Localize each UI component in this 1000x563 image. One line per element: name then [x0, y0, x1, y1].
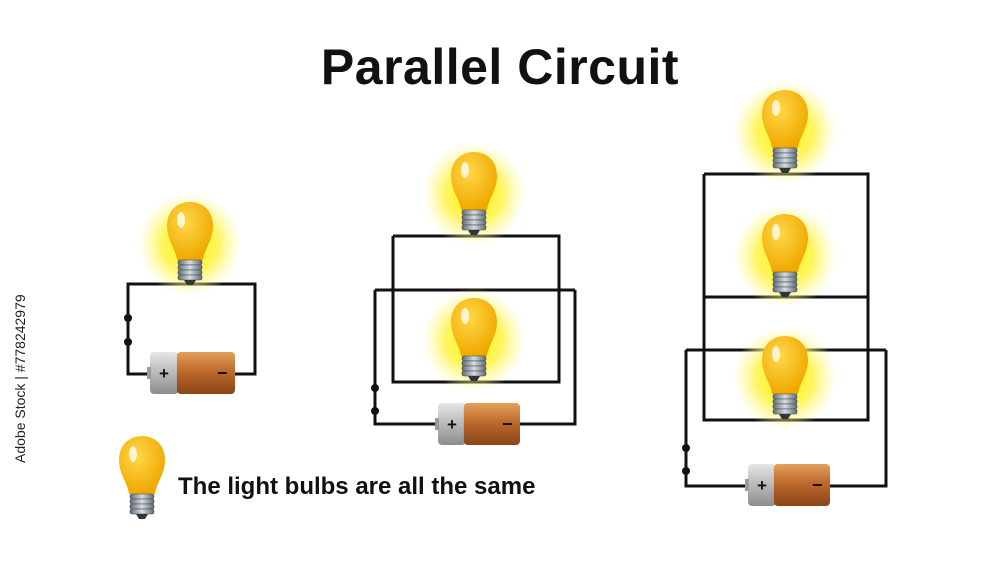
- bulb-tip: [468, 376, 480, 381]
- battery-positive-end: [748, 464, 776, 506]
- bulb-screw-thread: [177, 264, 203, 271]
- bulb-screw-thread: [129, 498, 155, 505]
- page-title: Parallel Circuit: [320, 39, 680, 95]
- bulb-screw-thread: [772, 152, 798, 159]
- circuit-2-bulb-2: [422, 288, 526, 392]
- legend-text: The light bulbs are all the same: [178, 473, 536, 500]
- circuit-2-bulb-1: [422, 142, 526, 246]
- bulb-screw-thread: [772, 271, 798, 278]
- bulb-screw-thread: [461, 214, 487, 221]
- bulb-highlight: [772, 100, 780, 116]
- circuit-1-battery: +−: [147, 352, 235, 394]
- circuit-2-battery: +−: [435, 403, 520, 445]
- bulb-screw-thread: [129, 493, 155, 500]
- battery-terminal: [147, 367, 151, 379]
- bulb-screw-thread: [461, 209, 487, 216]
- bulb-tip: [468, 230, 480, 235]
- circuit-3-bulb-1: [733, 80, 837, 184]
- bulb-screw-thread: [461, 219, 487, 226]
- battery-body: [463, 403, 520, 445]
- switch-contact: [371, 384, 379, 392]
- bulb-screw-thread: [772, 398, 798, 405]
- bulb-screw-thread: [772, 393, 798, 400]
- bulb-screw-thread: [772, 286, 798, 293]
- bulb-screw-thread: [129, 503, 155, 510]
- bulb-tip: [184, 280, 196, 285]
- switch-contact: [124, 338, 132, 346]
- circuit-3-bulb-2: [733, 204, 837, 308]
- circuit-1-bulb: [138, 192, 242, 296]
- batteries: +−+−+−: [147, 352, 830, 506]
- circuit-3-wire-left: [684, 350, 748, 488]
- battery-body: [773, 464, 830, 506]
- bulb-screw-thread: [461, 355, 487, 362]
- bulb-screw-thread: [772, 162, 798, 169]
- legend-bulb-icon: [119, 436, 165, 519]
- bulb-screw-thread: [772, 408, 798, 415]
- battery-positive-end: [150, 352, 179, 394]
- battery-positive-end: [438, 403, 466, 445]
- bulb-tip: [779, 168, 791, 173]
- bulb-screw-thread: [177, 259, 203, 266]
- battery-positive-symbol: +: [447, 415, 457, 434]
- bulb-screw-thread: [177, 274, 203, 281]
- bulb-tip: [779, 414, 791, 419]
- bulb-highlight: [177, 212, 185, 228]
- bulb-screw-thread: [772, 147, 798, 154]
- bulb-tip: [136, 514, 148, 519]
- bulb-screw-thread: [461, 365, 487, 372]
- battery-negative-symbol: −: [217, 363, 228, 383]
- bulb-screw-thread: [177, 269, 203, 276]
- bulb-screw-thread: [772, 281, 798, 288]
- bulb-screw-thread: [772, 276, 798, 283]
- bulb-glass: [119, 436, 165, 494]
- bulb-highlight: [129, 446, 137, 462]
- circuit-3-bulb-3: [733, 326, 837, 430]
- bulb-screw-thread: [772, 157, 798, 164]
- bulb-screw-thread: [772, 403, 798, 410]
- switch-contact: [682, 444, 690, 452]
- bulbs: [119, 80, 837, 519]
- bulb-highlight: [461, 308, 469, 324]
- circuit-3-wire-right: [830, 350, 888, 488]
- switch-contact: [682, 467, 690, 475]
- bulb-highlight: [461, 162, 469, 178]
- circuit-2-wire-left: [373, 290, 438, 426]
- bulb-screw-thread: [129, 508, 155, 515]
- bulb-tip: [779, 292, 791, 297]
- bulb-screw-thread: [461, 370, 487, 377]
- battery-positive-symbol: +: [159, 364, 169, 383]
- battery-positive-symbol: +: [757, 476, 767, 495]
- switch-contact: [124, 314, 132, 322]
- battery-negative-symbol: −: [812, 475, 823, 495]
- bulb-screw-thread: [461, 224, 487, 231]
- bulb-highlight: [772, 224, 780, 240]
- battery-terminal: [745, 479, 749, 491]
- circuit-3-battery: +−: [745, 464, 830, 506]
- battery-terminal: [435, 418, 439, 430]
- watermark-text: Adobe Stock | #778242979: [12, 294, 28, 463]
- circuit-2-wire-right: [520, 290, 577, 426]
- bulb-highlight: [772, 346, 780, 362]
- bulb-screw-thread: [461, 360, 487, 367]
- battery-body: [176, 352, 235, 394]
- switch-contact: [371, 407, 379, 415]
- battery-negative-symbol: −: [502, 414, 513, 434]
